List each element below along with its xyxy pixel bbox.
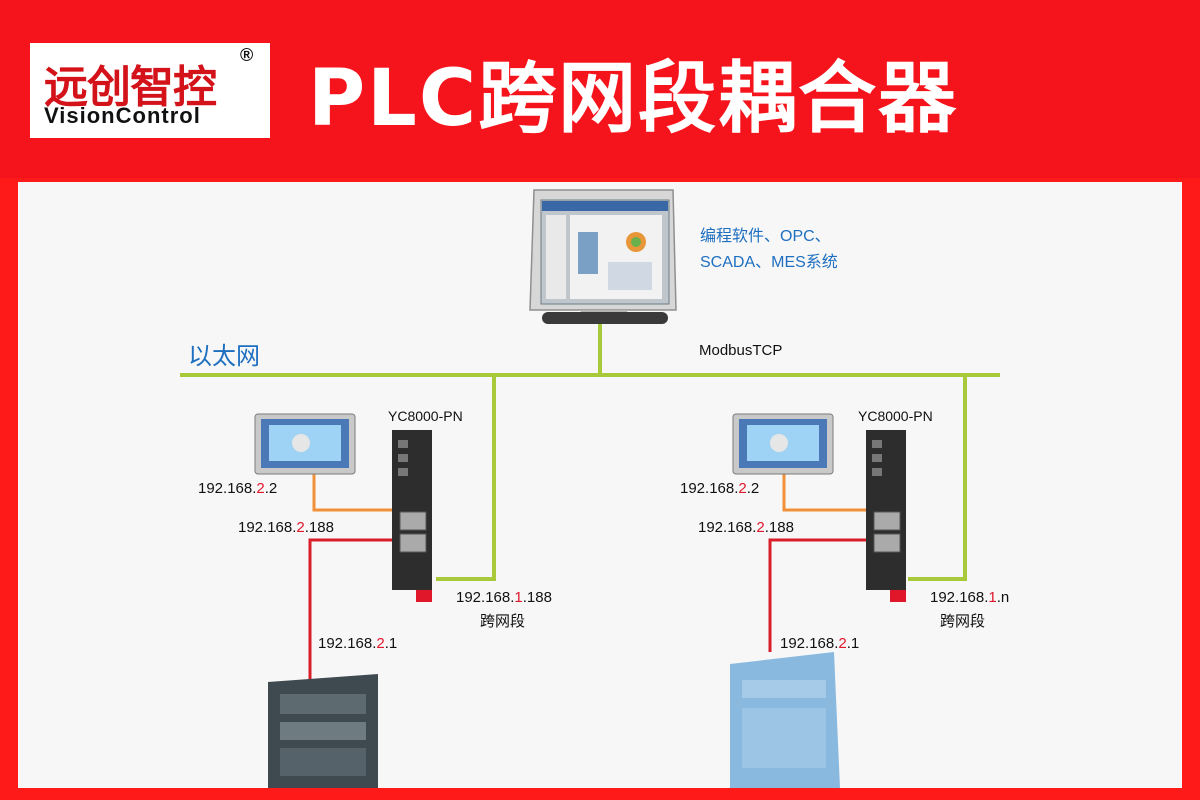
left-coupler-device-icon [392,430,432,602]
left-hmi-panel-icon [254,413,356,475]
left-uplink-ip: 192.168.1.188 [456,589,552,606]
left-port-ip: 192.168.2.188 [238,519,334,536]
right-plc-device-icon [730,652,840,788]
monitor-icon [529,189,677,324]
title-banner: 远创智控 ® VisionControl PLC跨网段耦合器 [0,0,1200,178]
right-uplink-ip: 192.168.1.n [930,589,1010,606]
left-plc-device-icon [268,674,378,788]
right-device-name: YC8000-PN [858,408,933,424]
network-diagram-panel: 编程软件、OPC、 SCADA、MES系统 以太网 ModbusTCP YC80… [18,182,1182,788]
logo-chinese-text: 远创智控 [44,62,217,113]
right-plc-link-line [768,538,876,652]
software-label-line2: SCADA、MES系统 [700,254,838,271]
right-hmi-panel-icon [732,413,834,475]
right-plc-ip: 192.168.2.1 [780,635,860,652]
left-cross-subnet-label: 跨网段 [480,613,526,630]
right-coupler-uplink-line [908,375,967,581]
right-coupler-device-icon [866,430,906,602]
right-cross-subnet-label: 跨网段 [940,613,986,630]
software-label-line1: 编程软件、OPC、 [700,228,831,245]
left-hmi-ip: 192.168.2.2 [198,480,278,497]
network-diagram [180,189,1000,788]
right-port-ip: 192.168.2.188 [698,519,794,536]
logo-english-text: VisionControl [44,103,201,128]
left-plc-link-line [308,538,402,682]
page-title: PLC跨网段耦合器 [308,54,959,144]
company-logo: 远创智控 ® VisionControl [30,43,270,138]
left-device-name: YC8000-PN [388,408,463,424]
left-coupler-uplink-line [436,375,496,581]
registered-mark: ® [240,45,254,65]
left-plc-ip: 192.168.2.1 [318,635,398,652]
protocol-label: ModbusTCP [699,342,783,359]
right-hmi-ip: 192.168.2.2 [680,480,760,497]
ethernet-label: 以太网 [188,343,260,370]
